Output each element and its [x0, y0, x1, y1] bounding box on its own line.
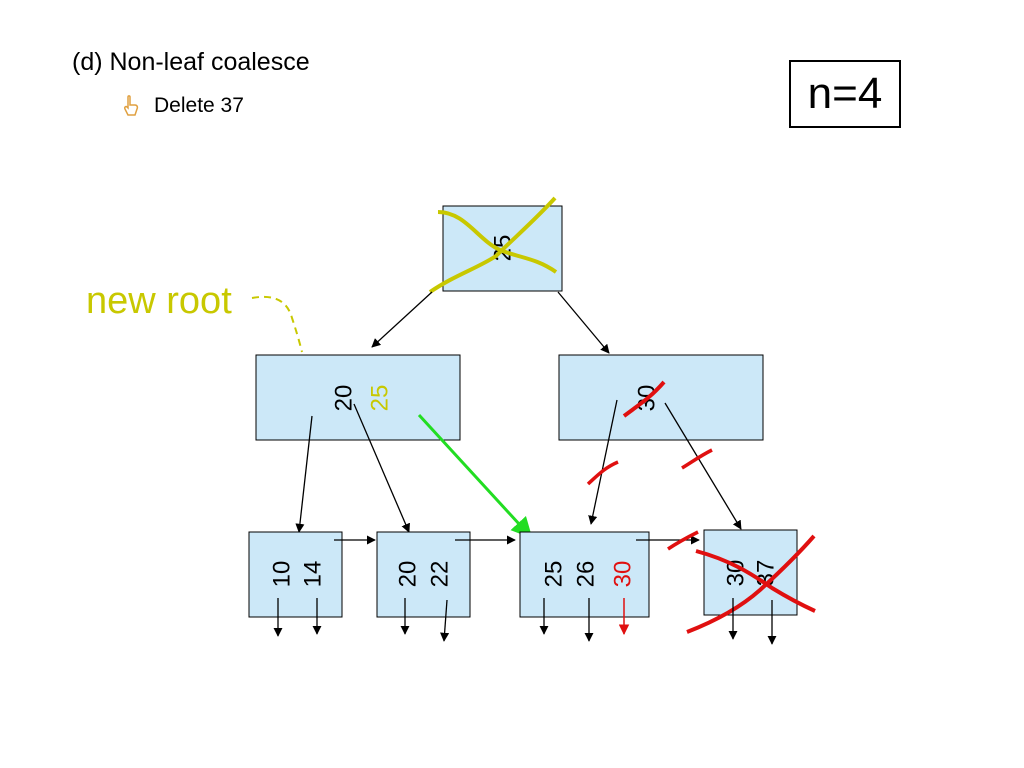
bullet-item: Delete 37: [122, 94, 244, 118]
root-pointer-left: [371, 291, 433, 348]
slide-heading: (d) Non-leaf coalesce: [72, 48, 310, 76]
leaf-1-key-1: 10: [268, 561, 295, 588]
new-root-node: [255, 354, 461, 441]
root-pointer-right: [557, 291, 610, 354]
pointer-strike-1: [586, 460, 619, 486]
bullet-text: Delete 37: [154, 94, 244, 117]
old-root-strike-2: [428, 196, 557, 294]
leaf-node-2: [376, 531, 471, 618]
leaf-4-strike-2: [686, 534, 816, 634]
leaf-3-key-1: 25: [540, 561, 567, 588]
leaf-1-key-2: 14: [299, 561, 326, 588]
leaf-node-3: [519, 531, 650, 618]
leaf-3-key-2: 26: [572, 561, 599, 588]
record-pointer: [440, 599, 450, 642]
annotation-leader: [251, 296, 303, 353]
new-root-key-2: 25: [366, 385, 393, 412]
leaf-3-key-3: 30: [609, 561, 636, 588]
new-root-annotation: new root: [86, 280, 232, 322]
hand-pointer-icon: [124, 95, 139, 116]
parameter-box: n=4: [789, 60, 901, 128]
leaf-2-key-1: 20: [394, 561, 421, 588]
new-root-key-1: 20: [330, 385, 357, 412]
pointer-strike-2: [681, 448, 713, 470]
pointer-to-leaf-4: [664, 402, 742, 530]
pointer-to-leaf-3: [588, 399, 618, 525]
pointer-to-leaf-2: [353, 403, 410, 533]
internal-right-strike: [622, 380, 666, 418]
new-pointer-to-leaf-3: [417, 413, 533, 539]
leaf-node-1: [248, 531, 343, 618]
sibling-pointer-strike: [667, 530, 699, 551]
leaf-2-key-2: 22: [426, 561, 453, 588]
internal-right-node: [558, 354, 764, 441]
leaf-4-strike-1: [695, 549, 816, 613]
pointer-to-leaf-1: [295, 415, 313, 533]
